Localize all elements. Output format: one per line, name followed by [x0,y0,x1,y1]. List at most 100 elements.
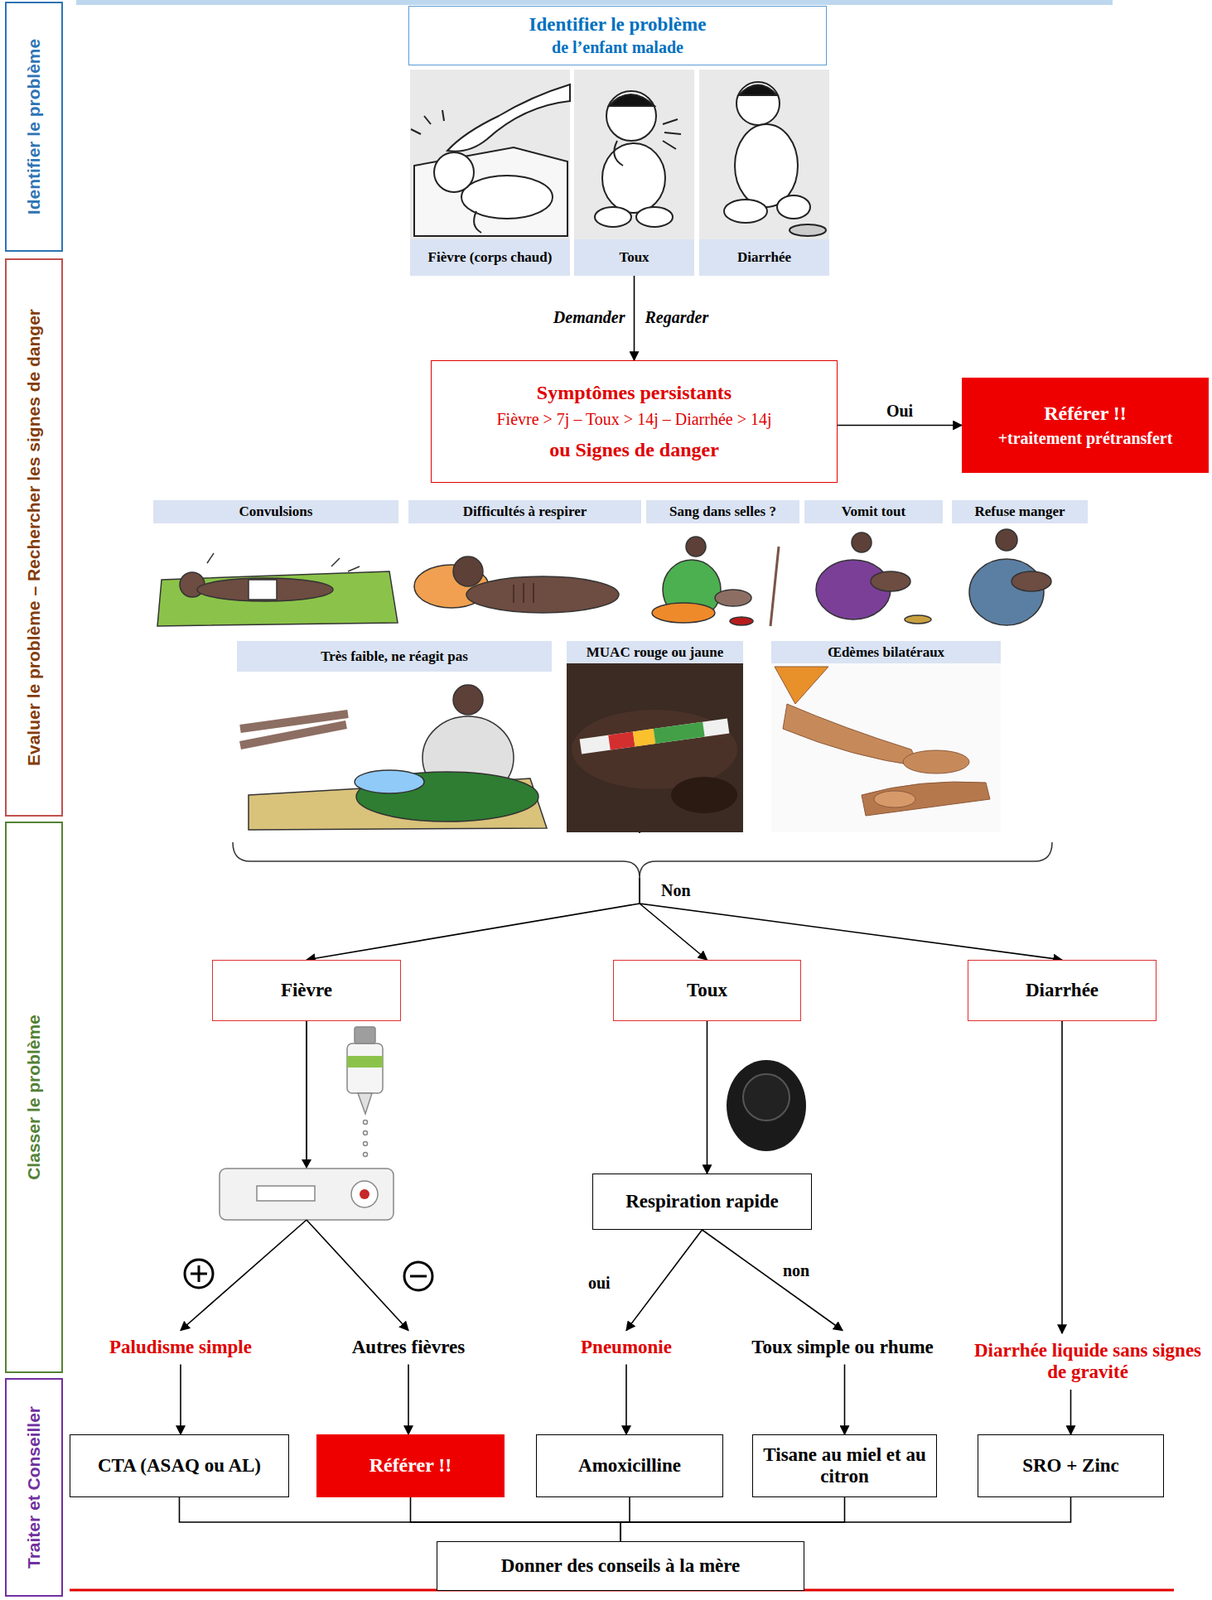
test-kit-illustration [363,1120,368,1126]
blood-stool-illustration [651,603,715,623]
caption: Vomit tout [804,500,943,524]
node-text: Référer !! [1043,402,1127,426]
cough-illustration [662,119,681,150]
image-panel: Fièvre (corps chaud) [410,69,570,276]
vomiting-illustration [870,571,911,592]
caption: Diarrhée [699,239,830,276]
classification-text: Paludisme simple [85,1331,276,1366]
caption: Difficultés à respirer [408,500,642,524]
node-text: de l’enfant malade [551,38,684,58]
minus-symbol [410,1275,427,1279]
refuse-food-illustration [969,559,1044,626]
muac-photo [632,729,656,747]
oedema-photo [771,663,1001,833]
edge-label: Non [659,881,693,901]
test-kit-illustration [219,1168,394,1221]
refuse-food-illustration [1011,571,1052,592]
convulsions-illustration [157,553,398,627]
category-box: Toux [613,960,802,1022]
weak-child-illustration [453,685,483,715]
test-kit-illustration [357,1093,372,1115]
danger-sign-panel: Vomit tout [804,500,943,628]
stage-band: Traiter et Conseiller [4,1378,63,1598]
muac-photo [566,663,744,833]
connector [1061,1021,1063,1334]
refer-box: Référer !! [316,1434,505,1498]
diarrhea-illustration [736,82,780,126]
danger-sign-panel: Sang dans selles ? [646,500,800,628]
edge-label: non [781,1261,812,1281]
node-text: Diarrhée [1025,980,1099,1002]
node-text: Fièvre [280,980,333,1002]
convulsions-illustration [248,579,277,600]
caption: Œdèmes bilatéraux [771,641,1001,664]
cough-illustration [608,94,655,107]
breathing-illustration [513,583,534,604]
node-text: Toux simple ou rhume [751,1337,934,1359]
muac-photo [608,732,635,751]
node-text: Symptômes persistants [536,381,732,406]
oedema-photo [861,782,990,817]
breathing-illustration [453,556,483,587]
advice-box: Donner des conseils à la mère [436,1541,805,1592]
stage-label: Traiter et Conseiller [24,1406,44,1570]
fever-illustration [410,110,445,135]
blood-stool-illustration [685,536,706,557]
danger-sign-panel: MUAC rouge ou jaune [566,641,744,833]
node-text: ou Signes de danger [549,439,720,463]
connector [306,832,640,961]
test-kit-illustration [359,1189,370,1200]
cough-illustration [594,207,632,227]
danger-sign-panel: Œdèmes bilatéraux [771,641,1001,833]
timer-illustration [726,1060,807,1152]
connector [702,1230,844,1332]
oedema-photo [902,750,970,774]
diarrhea-illustration [734,124,798,208]
caption: Convulsions [153,500,399,524]
node-text: Amoxicilline [578,1455,681,1478]
plus-symbol [190,1265,208,1283]
connector [620,1497,1072,1542]
weak-child-illustration [240,685,547,831]
stage-band: Evaluer le problème – Rechercher les sig… [4,258,63,817]
bracket [232,842,1053,879]
oedema-photo [771,663,1001,833]
node-text: CTA (ASAQ ou AL) [97,1455,261,1478]
treatment-box: Tisane au miel et au citron [752,1434,937,1498]
header-bar [76,0,1113,5]
diarrhea-illustration [738,85,778,97]
node-text: Toux [686,980,728,1002]
category-box: Fièvre [212,960,401,1022]
danger-sign-panel: Difficultés à respirer [408,500,642,628]
connector [639,832,708,961]
fever-illustration [434,152,474,193]
oedema-photo [774,666,829,705]
connector [306,1021,409,1332]
connector [844,1365,846,1436]
treatment-box: Amoxicilline [535,1434,724,1498]
refuse-food-illustration [969,529,1052,626]
convulsions-illustration [197,578,334,602]
refuse-food-illustration [995,529,1018,551]
connector [179,1365,182,1436]
node-text: Respiration rapide [625,1191,779,1213]
node-text: Diarrhée liquide sans signes de gravité [967,1340,1208,1385]
node-text: Identifier le problème [529,14,707,36]
node-text: Donner des conseils à la mère [501,1555,741,1578]
edge-label: Oui [884,401,915,421]
image-panel: Diarrhée [699,69,830,276]
classification-text: Autres fièvres [325,1331,492,1366]
node-text: Autres fièvres [352,1337,465,1359]
caption: MUAC rouge ou jaune [566,641,744,664]
decision-box: Symptômes persistantsFièvre > 7j – Toux … [430,360,838,483]
treatment-box: SRO + Zinc [977,1434,1164,1498]
test-kit-illustration [354,1027,376,1044]
fever-illustration [447,84,570,152]
caption: Toux [574,239,695,276]
caption: Très faible, ne réagit pas [236,641,552,672]
stage-label: Identifier le problème [24,38,44,215]
breathing-illustration [466,576,619,614]
plus-symbol [184,1260,213,1289]
connector [410,1497,622,1542]
